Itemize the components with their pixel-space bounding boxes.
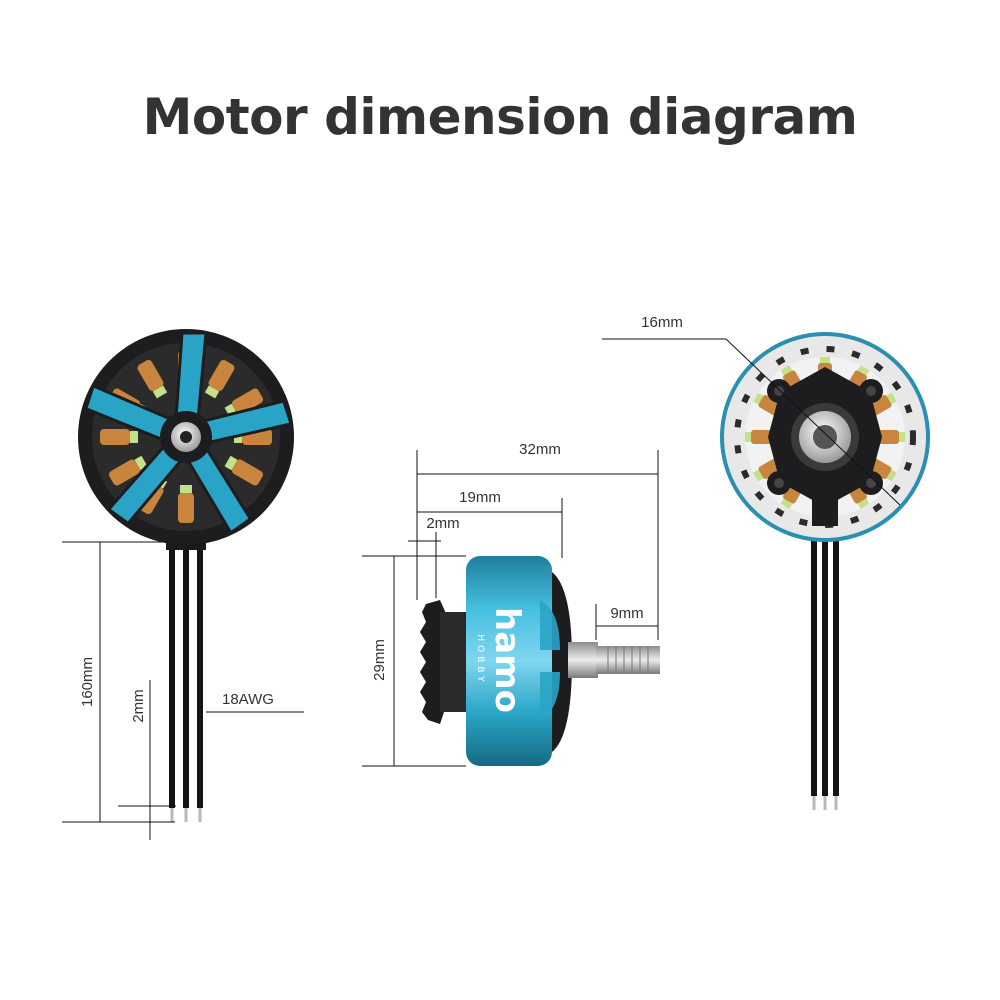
rear-view-motor bbox=[720, 332, 930, 810]
brand-logo: hamo bbox=[487, 607, 527, 713]
wire-gauge-label: 18AWG bbox=[222, 691, 274, 708]
overall-length-label: 32mm bbox=[519, 441, 561, 458]
side-view-dimensions bbox=[362, 450, 659, 767]
shaft-length-label: 9mm bbox=[610, 605, 643, 622]
base-thickness-label: 2mm bbox=[426, 515, 459, 532]
front-view-dimensions bbox=[62, 541, 304, 840]
mount-spacing-label: 16mm bbox=[641, 314, 683, 331]
tip-length-label: 2mm bbox=[130, 689, 147, 722]
brand-sublogo: HOBBY bbox=[475, 634, 485, 685]
side-view-motor: hamo HOBBY bbox=[420, 556, 660, 766]
rear-view-wires bbox=[811, 520, 839, 810]
page-title: Motor dimension diagram bbox=[142, 88, 858, 146]
side-endcap bbox=[552, 572, 572, 752]
base-mount bbox=[420, 600, 466, 724]
shaft bbox=[568, 642, 660, 678]
rear-view-dimensions bbox=[602, 338, 901, 506]
diameter-label: 29mm bbox=[371, 639, 388, 681]
front-view-wires bbox=[166, 528, 206, 822]
rear-mount-plate bbox=[767, 367, 883, 526]
front-view-motor bbox=[78, 329, 294, 822]
side-bell bbox=[466, 556, 552, 766]
lead-length-label: 160mm bbox=[79, 657, 96, 707]
body-length-label: 19mm bbox=[459, 489, 501, 506]
